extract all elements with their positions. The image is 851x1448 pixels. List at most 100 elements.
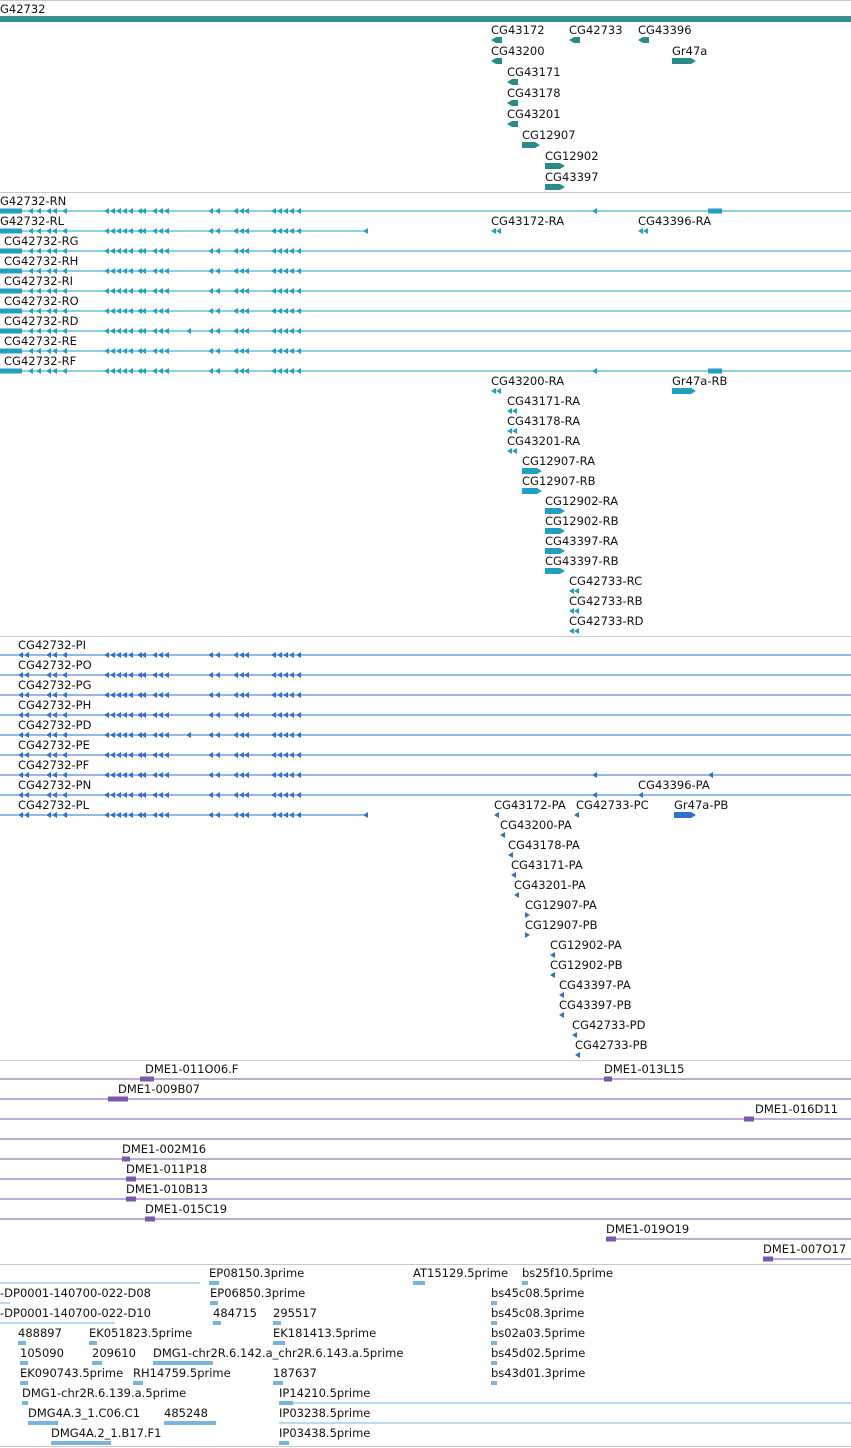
transcript-label[interactable]: G42732-RL [0,214,65,228]
est-label[interactable]: EK051823.5prime [89,1326,193,1340]
gene-label[interactable]: CG43171 [507,65,561,79]
protein-label[interactable]: CG12902-PA [550,938,622,952]
transcript-label[interactable]: CG43397-RB [545,554,619,568]
transcript-label[interactable]: CG42732-RD [4,314,79,328]
transcript-label[interactable]: CG42732-RO [4,294,79,308]
protein-label[interactable]: Gr47a-PB [674,798,729,812]
transcript-label[interactable]: CG12907-RA [522,454,596,468]
protein-label[interactable]: CG43397-PA [559,978,631,992]
bac-label[interactable]: DME1-007O17 [763,1242,847,1256]
transcript-label[interactable]: CG42732-RI [4,274,74,288]
bac-label[interactable]: DME1-015C19 [145,1202,228,1216]
protein-label[interactable]: CG42732-PF [18,758,90,772]
est-label[interactable]: DMG4A.2_1.B17.F1 [51,1426,162,1440]
transcript-label[interactable]: CG12902-RA [545,494,619,508]
transcript-label[interactable]: CG43178-RA [507,414,581,428]
protein-label[interactable]: CG42732-PO [18,658,92,672]
est-label[interactable]: IP03238.5prime [279,1406,371,1420]
gene-label[interactable]: Gr47a [672,44,708,58]
est-label[interactable]: 488897 [18,1326,62,1340]
bac-label[interactable]: DME1-013L15 [604,1062,685,1076]
transcript-label[interactable]: G42732-RN [0,194,67,208]
protein-label[interactable]: CG43396-PA [638,778,710,792]
bac-label[interactable]: DME1-016D11 [755,1102,838,1116]
bac-label[interactable]: DME1-009B07 [118,1082,200,1096]
protein-label[interactable]: CG42732-PG [18,678,92,692]
transcript-label[interactable]: CG12907-RB [522,474,596,488]
est-label[interactable]: RH14759.5prime [133,1366,231,1380]
gene-label[interactable]: CG43200 [491,44,545,58]
protein-label[interactable]: CG42732-PI [18,638,87,652]
est-label[interactable]: -DP0001-140700-022-D08 [0,1286,151,1300]
est-label[interactable]: DMG4A.3_1.C06.C1 [28,1406,141,1420]
est-label[interactable]: 105090 [20,1346,64,1360]
bac-label[interactable]: DME1-019O19 [606,1222,690,1236]
transcript-label[interactable]: CG43172-RA [491,214,565,228]
transcript-label[interactable]: CG43397-RA [545,534,619,548]
est-label[interactable]: 187637 [273,1366,317,1380]
protein-label[interactable]: CG12907-PB [525,918,598,932]
transcript-label[interactable]: CG42733-RC [569,574,643,588]
transcript-label[interactable]: CG43201-RA [507,434,581,448]
protein-label[interactable]: CG12902-PB [550,958,623,972]
transcript-label[interactable]: CG42732-RG [4,234,79,248]
est-label[interactable]: bs43d01.3prime [491,1366,586,1380]
est-label[interactable]: 209610 [92,1346,136,1360]
protein-label[interactable]: CG42732-PH [18,698,92,712]
est-label[interactable]: bs25f10.5prime [522,1266,614,1280]
est-label[interactable]: 295517 [273,1306,317,1320]
bac-label[interactable]: DME1-011P18 [126,1162,208,1176]
est-label[interactable]: bs45c08.3prime [491,1306,585,1320]
protein-label[interactable]: CG42732-PL [18,798,90,812]
transcript-label[interactable]: CG42733-RB [569,594,643,608]
est-label[interactable]: EK090743.5prime [20,1366,124,1380]
gene-label[interactable]: CG12902 [545,149,599,163]
protein-label[interactable]: CG42732-PE [18,738,90,752]
gene-label[interactable]: CG43172 [491,23,545,37]
est-label[interactable]: DMG1-chr2R.6.139.a.5prime [22,1386,187,1400]
transcript-label[interactable]: CG42732-RF [4,354,77,368]
est-label[interactable]: AT15129.5prime [413,1266,509,1280]
transcript-label[interactable]: CG43396-RA [638,214,712,228]
est-label[interactable]: bs45d02.5prime [491,1346,586,1360]
gene-label[interactable]: CG43201 [507,107,561,121]
protein-label[interactable]: CG43201-PA [514,878,586,892]
est-label[interactable]: bs02a03.5prime [491,1326,586,1340]
est-label[interactable]: IP14210.5prime [279,1386,371,1400]
transcript-label[interactable]: Gr47a-RB [672,374,728,388]
bac-label[interactable]: DME1-002M16 [122,1142,207,1156]
protein-label[interactable]: CG42733-PB [575,1038,648,1052]
est-label[interactable]: EK181413.5prime [273,1326,377,1340]
est-label[interactable]: 484715 [213,1306,257,1320]
transcript-label[interactable]: CG42733-RD [569,614,644,628]
protein-label[interactable]: CG43171-PA [511,858,583,872]
transcript-label[interactable]: CG42732-RH [4,254,79,268]
protein-label[interactable]: CG42733-PD [572,1018,646,1032]
est-label[interactable]: DMG1-chr2R.6.142.a_chr2R.6.143.a.5prime [153,1346,404,1360]
est-label[interactable]: bs45c08.5prime [491,1286,585,1300]
protein-label[interactable]: CG42733-PC [576,798,649,812]
transcript-label[interactable]: CG12902-RB [545,514,619,528]
bac-label[interactable]: DME1-011O06.F [145,1062,239,1076]
gene-label[interactable]: CG12907 [522,128,576,142]
gene-label[interactable]: CG42733 [569,23,623,37]
transcript-label[interactable]: CG42732-RE [4,334,77,348]
est-label[interactable]: -DP0001-140700-022-D10 [0,1306,151,1320]
gene-label[interactable]: CG43397 [545,170,599,184]
est-label[interactable]: EP06850.3prime [210,1286,306,1300]
protein-label[interactable]: CG43178-PA [508,838,580,852]
protein-label[interactable]: CG12907-PA [525,898,597,912]
gene-label[interactable]: CG43178 [507,86,561,100]
protein-label[interactable]: CG42732-PN [18,778,92,792]
gene-label[interactable]: CG43396 [638,23,692,37]
est-label[interactable]: 485248 [164,1406,208,1420]
bac-label[interactable]: DME1-010B13 [126,1182,208,1196]
transcript-label[interactable]: CG43200-RA [491,374,565,388]
protein-label[interactable]: CG43397-PB [559,998,632,1012]
gene-label[interactable]: G42732 [0,2,46,16]
protein-label[interactable]: CG42732-PD [18,718,92,732]
transcript-label[interactable]: CG43171-RA [507,394,581,408]
est-label[interactable]: EP08150.3prime [209,1266,305,1280]
protein-label[interactable]: CG43200-PA [500,818,572,832]
est-label[interactable]: IP03438.5prime [279,1426,371,1440]
